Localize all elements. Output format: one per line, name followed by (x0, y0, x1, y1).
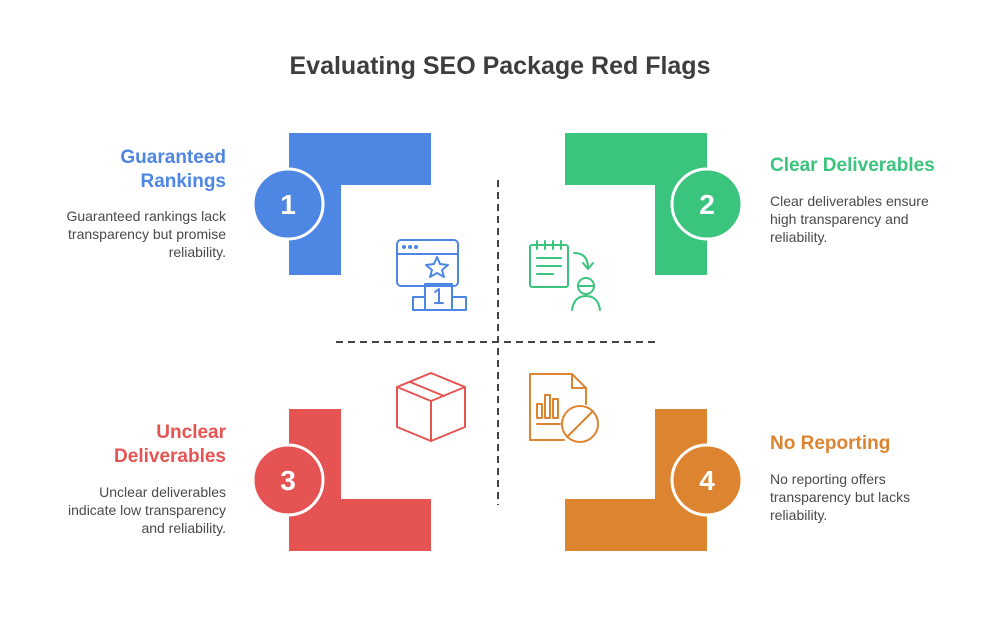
description-line: reliability. (770, 229, 828, 245)
description-line: No reporting offers (770, 471, 886, 487)
page-title: Evaluating SEO Package Red Flags (289, 52, 711, 80)
description-line: reliability. (770, 507, 828, 523)
quadrant-3-heading: Unclear Deliverables (114, 421, 226, 469)
number-1: 1 (280, 189, 296, 220)
quadrant-2-heading: Clear Deliverables (770, 154, 935, 178)
quadrant-4-heading: No Reporting (770, 432, 890, 456)
number-badge-1: 1 (251, 167, 325, 241)
quadrant-2-description: Clear deliverables ensure high transpare… (770, 192, 929, 246)
description-line: indicate low transparency (68, 502, 226, 518)
description-line: and reliability. (141, 520, 226, 536)
quadrant-3-description: Unclear deliverables indicate low transp… (68, 483, 226, 537)
heading-line: Clear Deliverables (770, 155, 935, 176)
number-badge-4: 4 (670, 443, 744, 517)
quadrant-1-shape (289, 133, 431, 275)
quadrant-4-description: No reporting offers transparency but lac… (770, 470, 910, 524)
description-line: high transparency and (770, 211, 909, 227)
box-icon (396, 372, 466, 442)
description-line: Clear deliverables ensure (770, 193, 929, 209)
description-line: reliability. (168, 244, 226, 260)
heading-line: Guaranteed (120, 147, 226, 168)
quadrant-2-shape (565, 133, 707, 275)
heading-line: No Reporting (770, 433, 891, 454)
ranking-podium-icon (396, 239, 467, 311)
number-badge-2: 2 (670, 167, 744, 241)
description-line: transparency but lacks (770, 489, 911, 505)
heading-line: Deliverables (114, 446, 226, 467)
quadrant-1-heading: Guaranteed Rankings (120, 146, 226, 194)
number-3: 3 (280, 465, 296, 496)
number-4: 4 (699, 465, 715, 496)
number-2: 2 (699, 189, 715, 220)
quadrant-3-shape (289, 409, 431, 551)
description-line: Unclear deliverables (99, 484, 226, 500)
description-line: transparency but promise (68, 226, 226, 242)
quadrant-4-shape (565, 409, 707, 551)
quadrant-1-description: Guaranteed rankings lack transparency bu… (66, 207, 226, 261)
number-badge-3: 3 (251, 443, 325, 517)
heading-line: Rankings (140, 171, 226, 192)
heading-line: Unclear (156, 422, 226, 443)
checklist-person-icon (529, 240, 601, 311)
no-report-icon (529, 373, 599, 443)
description-line: Guaranteed rankings lack (66, 208, 226, 224)
